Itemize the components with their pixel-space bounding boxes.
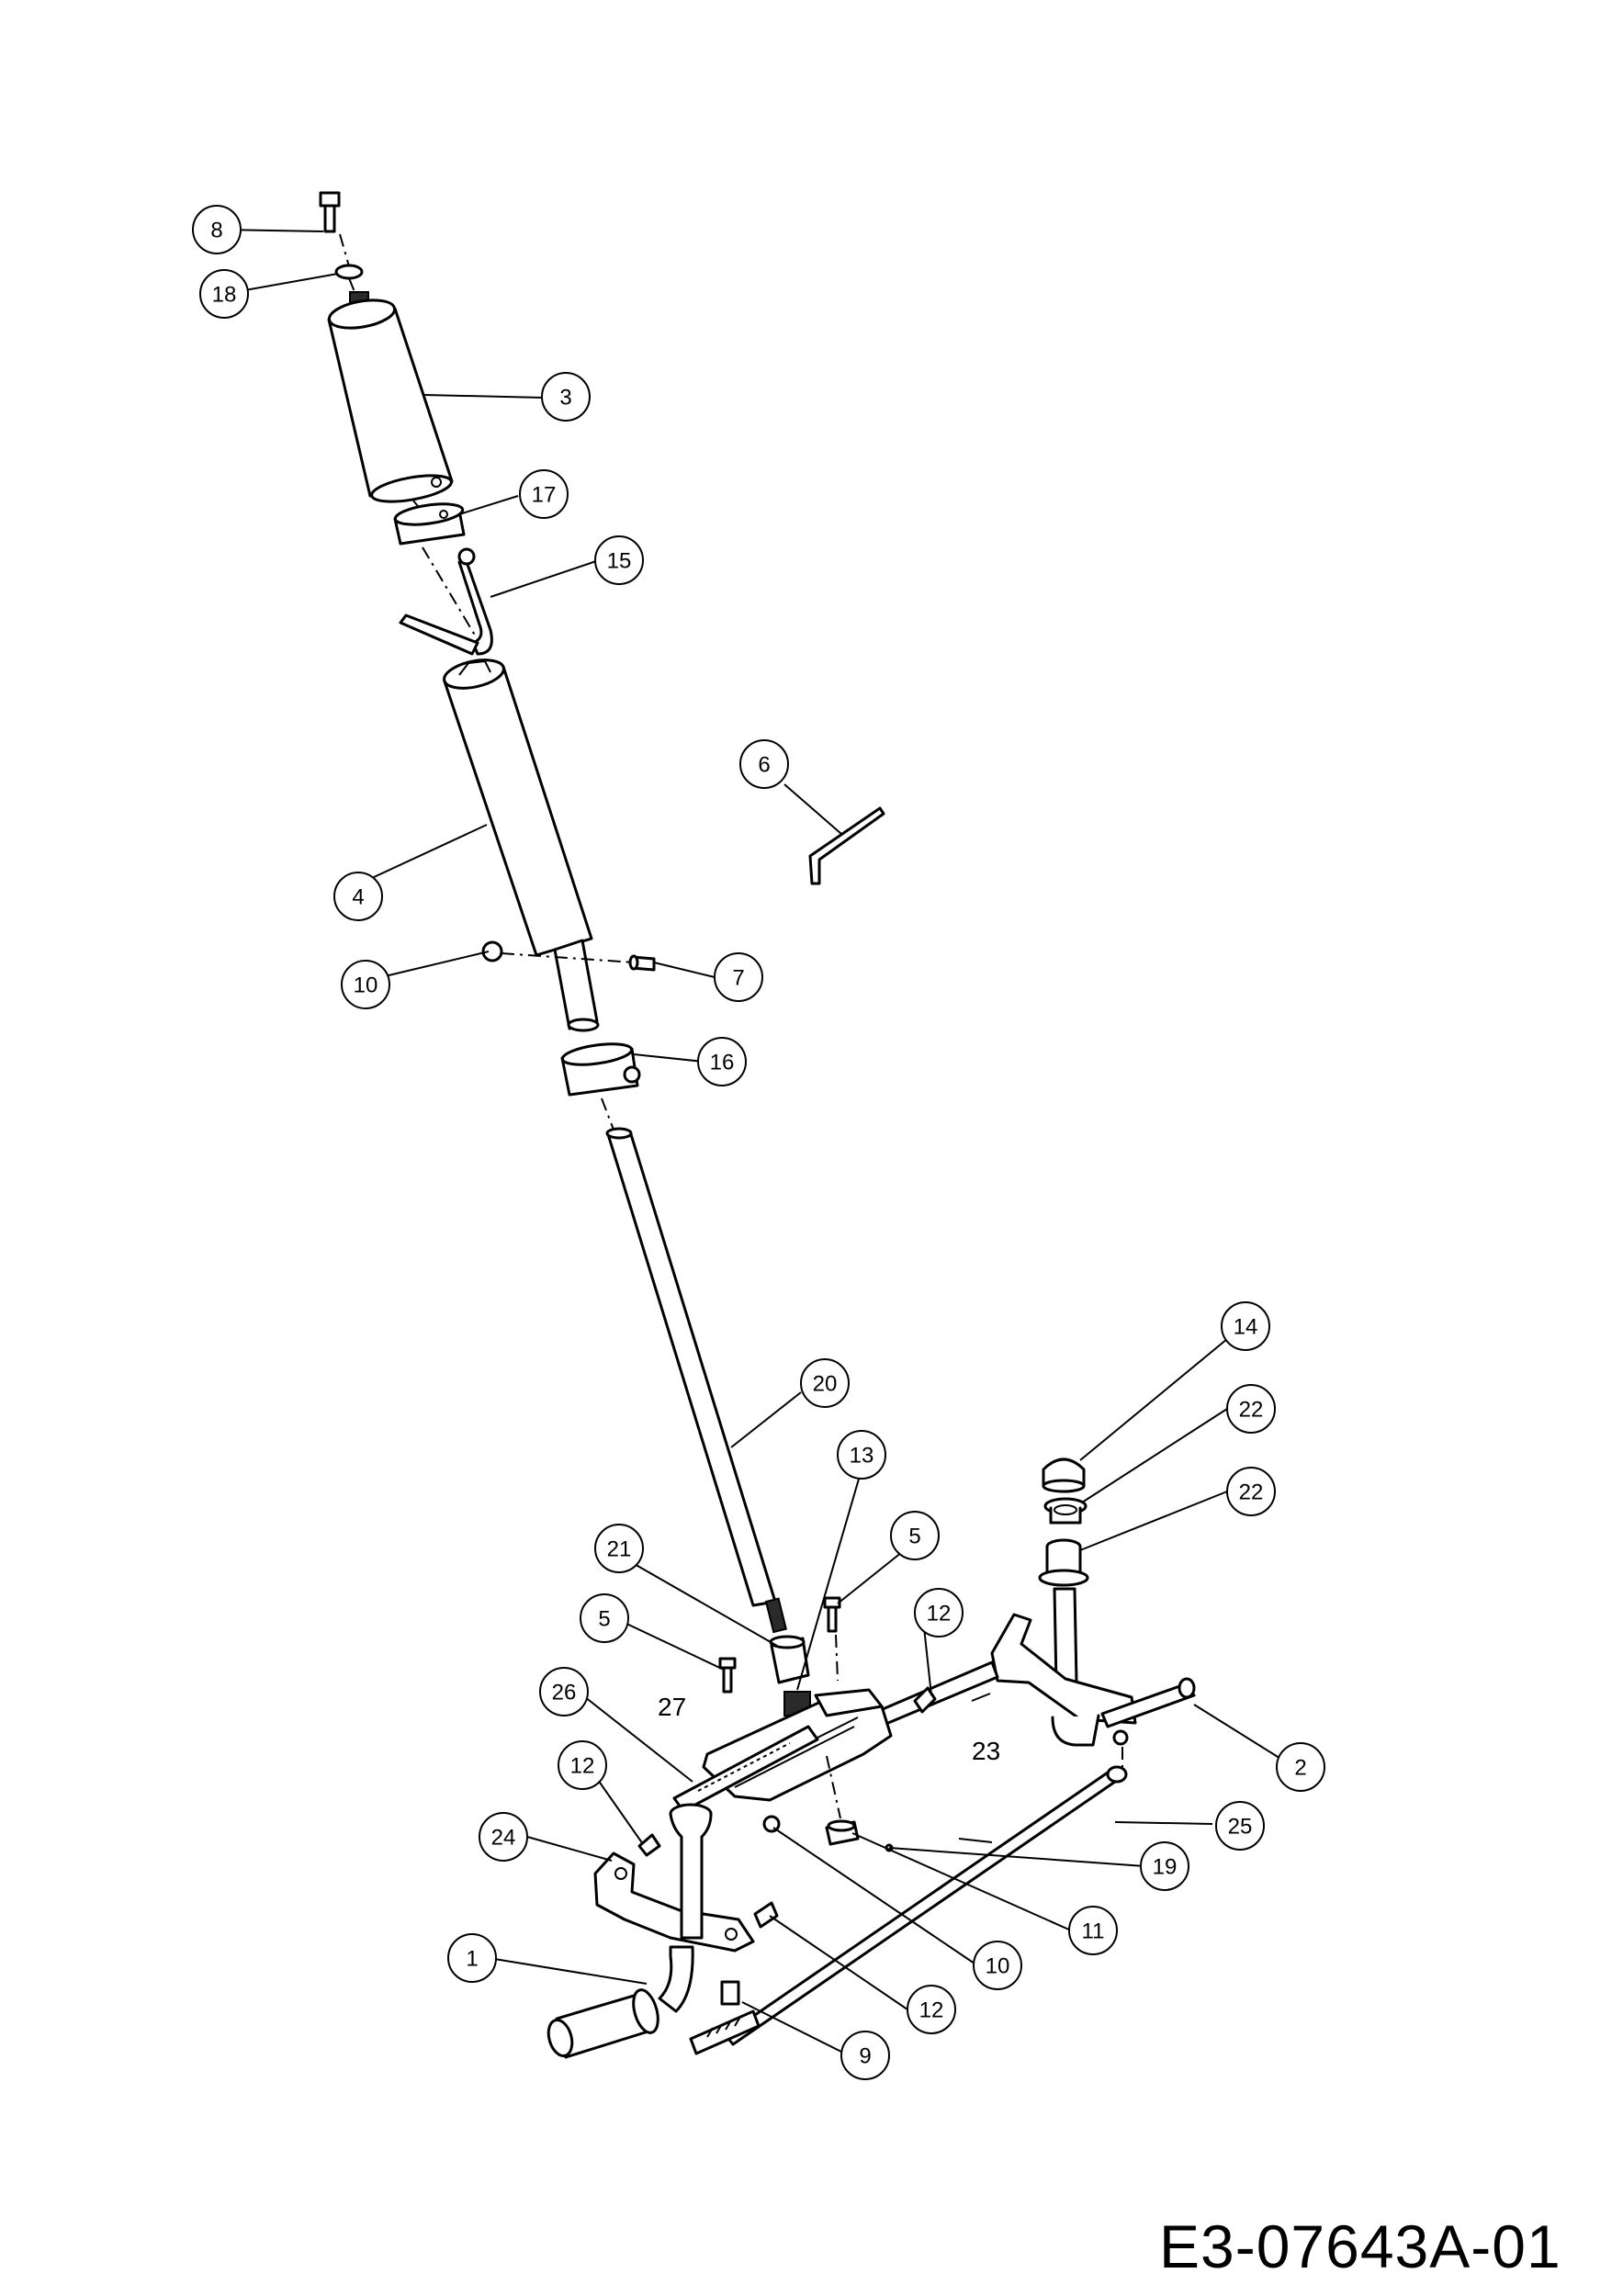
svg-text:15: 15 (607, 549, 632, 574)
callout-13: 13 (837, 1430, 886, 1480)
svg-text:5: 5 (908, 1525, 920, 1549)
svg-text:14: 14 (1234, 1315, 1258, 1340)
callout-bubbles: 8 18 3 17 15 6 4 10 7 16 14 20 22 13 22 … (192, 205, 1325, 2080)
part-3-upper-tube (327, 291, 454, 503)
svg-text:22: 22 (1239, 1398, 1264, 1423)
part-1-left-spindle (547, 1803, 713, 2059)
svg-text:1: 1 (466, 1947, 478, 1972)
callout-11: 11 (1068, 1906, 1118, 1955)
svg-text:2: 2 (1294, 1756, 1306, 1781)
svg-text:24: 24 (491, 1826, 516, 1851)
callout-5-left: 5 (580, 1593, 629, 1643)
callout-4: 4 (333, 872, 383, 921)
svg-text:21: 21 (607, 1537, 632, 1562)
svg-text:22: 22 (1239, 1480, 1264, 1505)
callout-22-lower: 22 (1226, 1467, 1276, 1516)
part-17-clamp-ring (393, 502, 466, 546)
callout-10: 10 (341, 960, 390, 1009)
callout-19: 19 (1140, 1841, 1189, 1891)
label-23: 23 (972, 1737, 1000, 1765)
part-12-clip-a (913, 1686, 937, 1714)
part-22-bushing-lower (1038, 1538, 1089, 1587)
part-21-nut (769, 1635, 810, 1684)
part-4-column-tube (443, 658, 600, 1032)
svg-text:6: 6 (758, 753, 770, 778)
callout-1: 1 (447, 1933, 497, 1983)
callout-8: 8 (192, 205, 242, 254)
part-24-left-bracket (593, 1851, 755, 1953)
callout-9: 9 (840, 2031, 890, 2080)
part-14-cap (1042, 1458, 1086, 1493)
label-27: 27 (658, 1693, 686, 1721)
part-10-nut (481, 940, 503, 962)
callout-26: 26 (539, 1667, 589, 1716)
part-7-bolt (628, 954, 656, 972)
svg-text:26: 26 (552, 1681, 577, 1705)
part-12-clip-c (753, 1901, 779, 1929)
svg-text:10: 10 (354, 974, 378, 998)
callout-3: 3 (541, 372, 591, 422)
part-16-lower-clamp (560, 1042, 641, 1097)
callout-18: 18 (199, 269, 249, 319)
callout-12-lower: 12 (907, 1985, 956, 2034)
part-5-bolt-a (718, 1657, 737, 1694)
drawing-code: E3-07643A-01 (1159, 2212, 1561, 2280)
part-12-clip-b (637, 1833, 661, 1857)
svg-text:12: 12 (919, 1998, 944, 2023)
svg-text:12: 12 (570, 1754, 595, 1779)
svg-text:13: 13 (850, 1444, 874, 1469)
callout-6: 6 (739, 739, 789, 789)
svg-text:10: 10 (986, 1954, 1010, 1979)
part-15-clip (399, 547, 493, 656)
svg-text:20: 20 (813, 1372, 838, 1397)
callout-12-upper: 12 (914, 1588, 964, 1638)
svg-text:16: 16 (710, 1051, 735, 1075)
part-22-bushing-upper (1043, 1497, 1088, 1525)
callout-7: 7 (714, 952, 763, 1002)
part-9-spring-bolt (689, 1980, 761, 2055)
svg-text:9: 9 (859, 2044, 871, 2069)
svg-text:19: 19 (1153, 1855, 1178, 1880)
svg-text:7: 7 (732, 966, 744, 991)
callout-2: 2 (1276, 1742, 1325, 1792)
svg-text:17: 17 (532, 483, 557, 508)
callout-5-right: 5 (890, 1511, 940, 1560)
callout-24: 24 (479, 1812, 528, 1862)
callout-22-upper: 22 (1226, 1384, 1276, 1434)
svg-text:3: 3 (559, 386, 571, 411)
part-11-nut (825, 1819, 860, 1846)
part-20-steering-shaft (605, 1127, 788, 1634)
callout-14: 14 (1221, 1301, 1270, 1351)
callout-25: 25 (1215, 1801, 1265, 1851)
callout-12-left: 12 (558, 1740, 607, 1790)
leader-lines (220, 229, 1283, 2054)
callout-15: 15 (594, 535, 644, 585)
callout-20: 20 (800, 1358, 850, 1408)
svg-text:25: 25 (1228, 1815, 1253, 1840)
callout-16: 16 (697, 1037, 747, 1086)
svg-text:11: 11 (1082, 1919, 1105, 1944)
part-18-washer (334, 264, 364, 280)
part-8-bolt (319, 191, 341, 233)
part-10-nut-lower (762, 1815, 781, 1833)
svg-text:12: 12 (927, 1602, 952, 1626)
svg-text:4: 4 (352, 885, 364, 910)
callout-17: 17 (519, 469, 569, 519)
part-6-hex-key (808, 806, 885, 885)
svg-text:18: 18 (212, 283, 237, 308)
svg-text:5: 5 (598, 1607, 610, 1632)
callout-21: 21 (594, 1524, 644, 1573)
callout-10-lower: 10 (973, 1941, 1022, 1990)
svg-text:8: 8 (210, 219, 222, 243)
part-2-right-spindle (990, 1587, 1196, 1747)
